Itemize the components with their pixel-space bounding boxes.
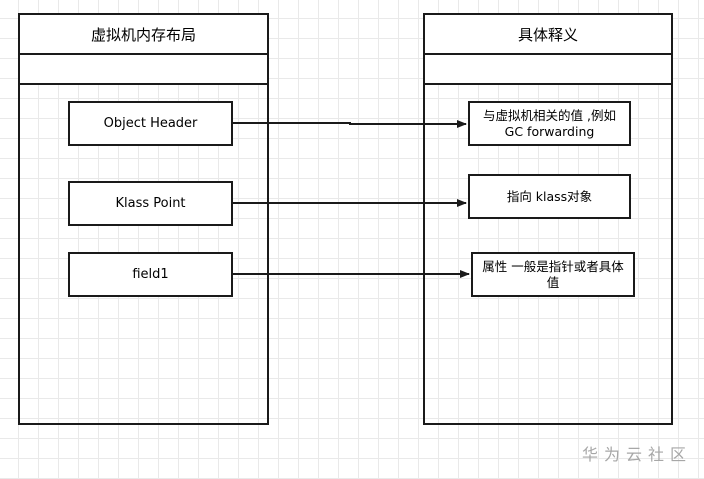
meaning-title: 具体释义 [425, 15, 671, 55]
memory-layout-title: 虚拟机内存布局 [20, 15, 267, 55]
meaning-header-strip [425, 55, 671, 85]
memory-layout-header-strip [20, 55, 267, 85]
object-header-box: Object Header [68, 101, 233, 146]
klass-point-box: Klass Point [68, 181, 233, 226]
memory-layout-panel: 虚拟机内存布局 [18, 13, 269, 425]
meaning-panel: 具体释义 [423, 13, 673, 425]
watermark-logo-text: 华为云社区 [581, 445, 692, 464]
object-header-arrow [233, 120, 467, 128]
object-header-meaning-box: 与虚拟机相关的值 ,例如 GC forwarding [468, 101, 631, 146]
klass-point-meaning-box: 指向 klass对象 [468, 174, 631, 219]
field1-box: field1 [68, 252, 233, 297]
field1-meaning-box: 属性 一般是指针或者具体值 [471, 252, 635, 297]
